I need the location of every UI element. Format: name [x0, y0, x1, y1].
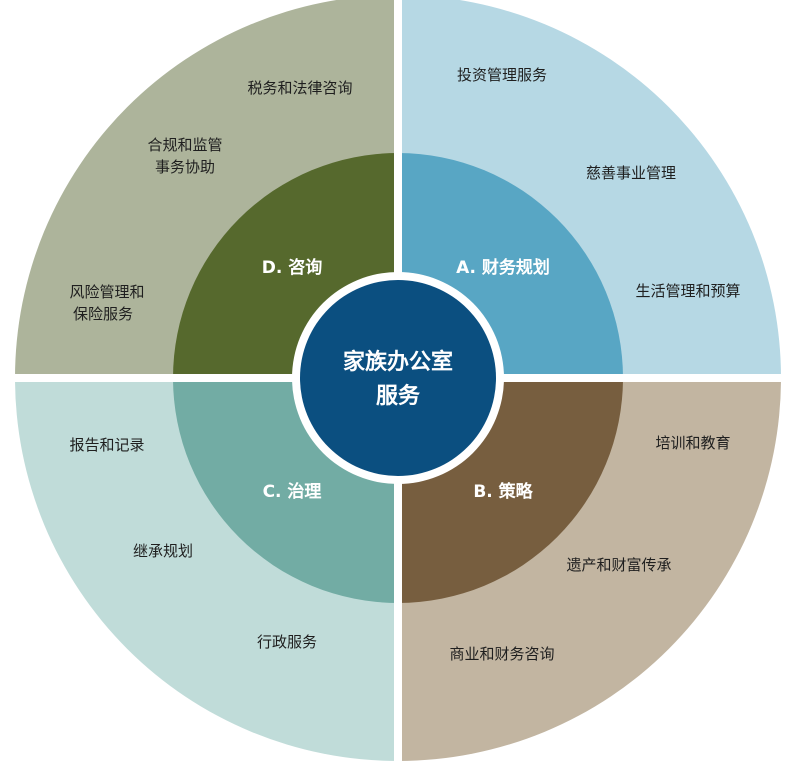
center-title-line-1: 家族办公室: [343, 349, 453, 375]
item-legacy-wealth-transfer: 遗产和财富传承: [566, 556, 671, 574]
center-title-line-2: 服务: [376, 384, 421, 409]
item-succession-planning: 继承规划: [133, 542, 193, 560]
quadrant-b-label: B. 策略: [473, 481, 533, 502]
item-training-education: 培训和教育: [655, 434, 730, 452]
item-lifestyle-budgeting: 生活管理和预算: [635, 282, 740, 300]
quadrant-a-label: A. 财务规划: [456, 257, 550, 278]
item-investment-management: 投资管理服务: [457, 66, 547, 84]
item-compliance-line-2: 事务协助: [155, 158, 215, 176]
item-business-financial-advisory: 商业和财务咨询: [449, 645, 554, 663]
item-risk-insurance-line-2: 保险服务: [73, 305, 133, 323]
quadrant-c-label: C. 治理: [263, 481, 322, 502]
item-reporting-records: 报告和记录: [69, 436, 144, 454]
item-philanthropy-management: 慈善事业管理: [586, 164, 676, 182]
item-administrative-services: 行政服务: [257, 633, 317, 651]
item-risk-insurance-line-1: 风险管理和: [69, 283, 144, 301]
quadrant-d-label: D. 咨询: [262, 257, 323, 278]
center-circle: [300, 280, 496, 476]
item-tax-legal-advisory: 税务和法律咨询: [247, 79, 352, 97]
item-compliance-line-1: 合规和监管: [147, 136, 222, 154]
